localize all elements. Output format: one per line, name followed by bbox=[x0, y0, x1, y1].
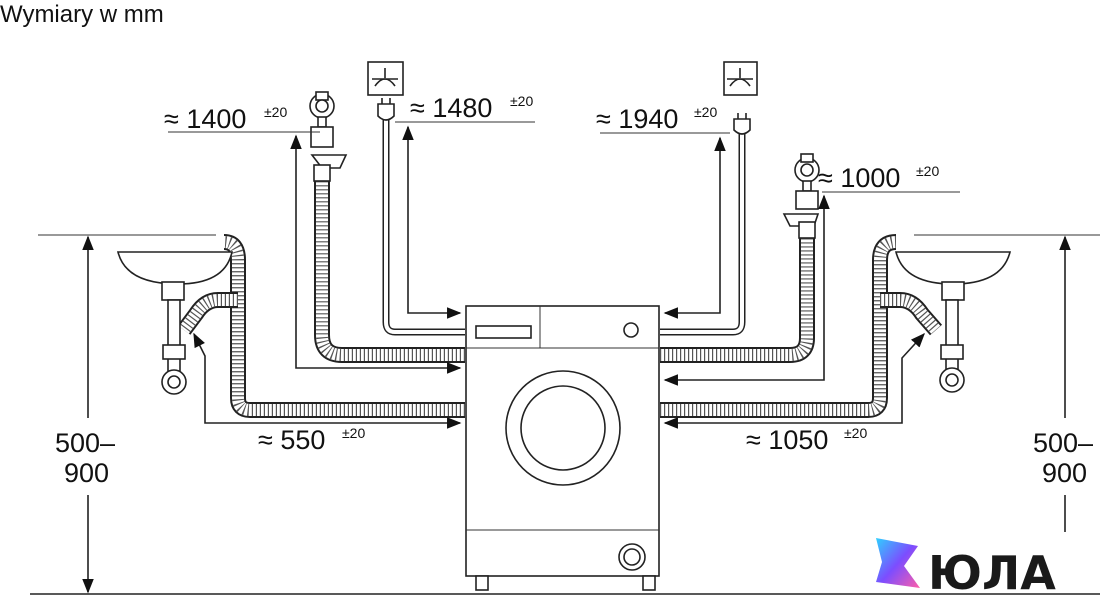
left-drain-dimension: ≈ 550 bbox=[258, 425, 325, 455]
left-sink-icon bbox=[116, 251, 233, 395]
right-plug-tolerance: ±20 bbox=[694, 104, 717, 120]
left-tap-tolerance: ±20 bbox=[264, 104, 287, 120]
left-socket-symbol-icon bbox=[367, 61, 404, 96]
dim-arrow-right-drain bbox=[663, 332, 925, 429]
left-inlet-hose bbox=[314, 175, 465, 363]
right-sink-drain-hose bbox=[880, 292, 943, 336]
left-plug-dimension: ≈ 1480 bbox=[410, 93, 492, 123]
right-tap-tolerance: ±20 bbox=[916, 163, 939, 179]
right-inlet-hose bbox=[660, 232, 815, 363]
right-plug-dimension: ≈ 1940 bbox=[596, 104, 678, 134]
page-title: Wymiary w mm bbox=[0, 1, 164, 28]
left-drain-tolerance: ±20 bbox=[342, 425, 365, 441]
left-sink-drain-hose bbox=[177, 292, 238, 335]
right-drain-hose bbox=[660, 234, 897, 418]
right-height-line1: 500– bbox=[1033, 428, 1093, 458]
dim-arrow-right-plug bbox=[663, 136, 726, 319]
dim-arrow-left-drain bbox=[193, 332, 462, 429]
right-height-line2: 900 bbox=[1042, 458, 1087, 488]
right-sink-icon bbox=[894, 251, 1012, 393]
left-power-plug-icon bbox=[377, 98, 395, 121]
right-power-plug-icon bbox=[733, 113, 751, 135]
left-drain-hose bbox=[223, 234, 465, 418]
logo-icon bbox=[876, 538, 920, 588]
right-drain-dimension: ≈ 1050 bbox=[746, 425, 828, 455]
right-socket-symbol-icon bbox=[723, 61, 758, 96]
left-power-cable bbox=[382, 118, 465, 336]
left-tap-dimension: ≈ 1400 bbox=[164, 104, 246, 134]
dim-arrow-left-plug bbox=[402, 125, 462, 319]
right-water-tap-icon bbox=[782, 153, 820, 239]
left-height-line2: 900 bbox=[64, 458, 109, 488]
washing-machine-icon bbox=[465, 305, 660, 591]
right-power-cable bbox=[660, 132, 746, 336]
watermark-text: ЮЛА bbox=[928, 546, 1056, 597]
right-drain-tolerance: ±20 bbox=[844, 425, 867, 441]
left-water-tap-icon bbox=[309, 91, 348, 182]
right-tap-dimension: ≈ 1000 bbox=[818, 163, 900, 193]
left-height-line1: 500– bbox=[55, 428, 115, 458]
left-plug-tolerance: ±20 bbox=[510, 93, 533, 109]
